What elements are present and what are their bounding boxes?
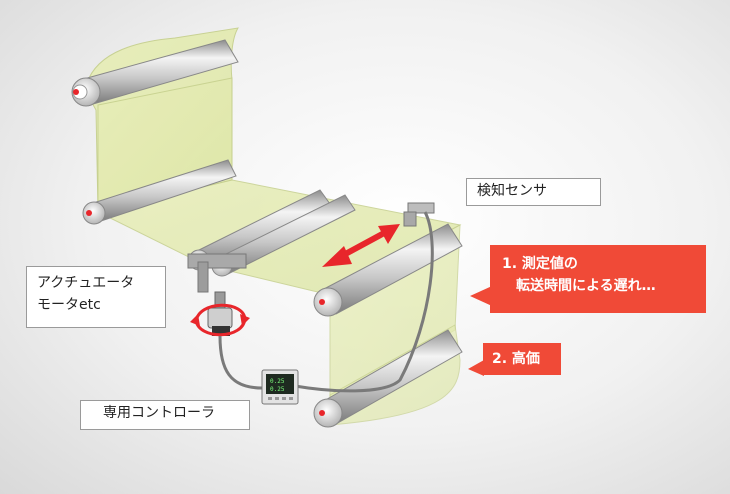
issue-callout-delay-line2: 転送時間による遅れ…	[516, 278, 656, 295]
actuator	[190, 291, 263, 390]
callout-1-tail	[470, 286, 492, 306]
callout-2-tail	[468, 360, 484, 376]
supply-roll	[71, 39, 239, 107]
issue-callout-cost: 2. 高価	[483, 343, 561, 375]
controller-label-text: 専用コントローラ	[103, 405, 215, 421]
idler-roller-right-upper	[313, 223, 463, 317]
actuator-label-line2: モータetc	[37, 296, 101, 313]
web-shift-arrow	[322, 224, 400, 267]
issue-callout-delay-line1: 1. 測定値の	[502, 256, 578, 272]
controller-top-readout: 0.25	[270, 378, 285, 385]
idler-roller-right-lower	[313, 329, 463, 428]
sensor-label: 検知センサ	[466, 178, 601, 206]
issue-callout-delay: 1. 測定値の 転送時間による遅れ…	[490, 245, 706, 313]
guide-roller-pair	[187, 189, 356, 293]
idler-roller-left	[82, 159, 237, 225]
issue-callout-cost-text: 2. 高価	[492, 351, 540, 367]
sensor-label-text: 検知センサ	[477, 183, 547, 199]
controller: 0.25 0.25	[261, 369, 299, 405]
actuator-label-line1: アクチュエータ	[37, 275, 135, 291]
actuator-label: アクチュエータ モータetc	[26, 266, 166, 328]
edge-sensor	[294, 202, 435, 393]
controller-label: 専用コントローラ	[80, 400, 250, 430]
controller-bottom-readout: 0.25	[270, 386, 285, 393]
